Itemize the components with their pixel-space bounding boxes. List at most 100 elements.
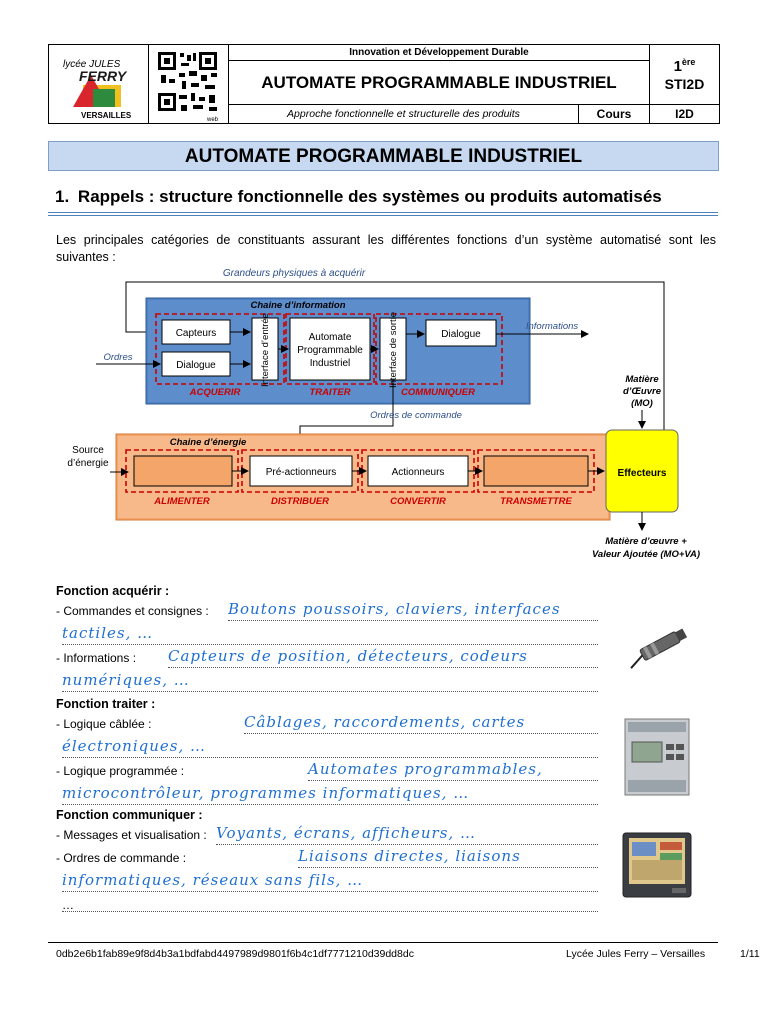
actionneurs-label: Actionneurs (392, 467, 445, 478)
dialogue-out-label: Dialogue (441, 329, 481, 340)
school-logo-icon: lycée JULES FERRY VERSAILLES (63, 59, 132, 120)
page-title: AUTOMATE PROGRAMMABLE INDUSTRIEL (48, 141, 719, 171)
svg-text:VERSAILLES: VERSAILLES (81, 111, 132, 120)
capteurs-box (161, 319, 231, 345)
tr-2-answer-a: Automates programmables, (308, 760, 543, 778)
tr-2-dots-a (308, 780, 598, 781)
acq-2-answer-a: Capteurs de position, détecteurs, codeur… (168, 647, 528, 665)
mo-line-2: d’Œuvre (623, 386, 662, 397)
acq-2-answer-b: numériques, … (62, 671, 190, 689)
source-line-2: d’énergie (67, 458, 109, 469)
automate-line-1: Automate (309, 332, 352, 343)
qr-code-icon: web (157, 51, 219, 123)
effecteurs-label: Effecteurs (618, 468, 667, 479)
fonction-traiter-title: Fonction traiter : (56, 697, 156, 711)
tr-2-dots-b (62, 804, 598, 805)
sensor-image (630, 628, 688, 669)
ordres-commande-label: Ordres de commande (370, 410, 462, 421)
co-1-dots (216, 844, 598, 845)
automate-line-2: Programmable (297, 345, 363, 356)
section-rule (48, 212, 718, 213)
footer-page: 1/11 (740, 948, 760, 960)
section-rule-2 (48, 215, 718, 216)
functional-diagram: Grandeurs physiques à acquérir Chaine d’… (67, 268, 700, 560)
hmi-screen-image (622, 832, 692, 898)
interface-sortie-box (379, 317, 407, 381)
acq-1-dots-b (62, 644, 598, 645)
acq-2-label: - Informations : (56, 651, 137, 665)
pre-actionneurs-label: Pré-actionneurs (266, 467, 337, 478)
co-1-label: - Messages et visualisation : (56, 828, 207, 842)
section-title-text: Rappels : structure fonctionnelle des sy… (77, 187, 662, 206)
traiter-label: TRAITER (309, 387, 350, 398)
level-number: 1 (673, 58, 682, 75)
doc-type: Cours (596, 107, 632, 121)
svg-text:FERRY: FERRY (79, 68, 128, 84)
svg-text:lycée JULES: lycée JULES (63, 59, 121, 70)
source-line-1: Source (72, 445, 104, 456)
communiquer-label: COMMUNIQUER (401, 387, 475, 398)
option-label: I2D (649, 105, 719, 123)
mo-va-line-2: Valeur Ajoutée (MO+VA) (592, 549, 700, 560)
dialogue-out-box (425, 319, 497, 347)
acq-2-dots-b (62, 691, 598, 692)
plc-image (624, 718, 690, 796)
tr-2-answer-b: microcontrôleur, programmes informatique… (62, 784, 470, 802)
co-3-text: … (62, 898, 74, 912)
interface-entree-box (251, 317, 279, 381)
actionneurs-box (367, 455, 469, 487)
automate-box (289, 317, 371, 381)
co-1-answer: Voyants, écrans, afficheurs, … (216, 824, 476, 842)
acq-1-label: - Commandes et consignes : (56, 604, 209, 618)
pre-actionneurs-box (249, 455, 353, 487)
level-class: STI2D (664, 76, 705, 92)
ordres-label: Ordres (103, 352, 132, 363)
intro-paragraph: Les principales catégories de constituan… (56, 233, 716, 264)
grandeurs-arrow (125, 281, 665, 430)
tr-1-dots-b (62, 757, 598, 758)
mo-line-1: Matière (625, 374, 659, 385)
tr-1-answer-b: électroniques, … (62, 737, 207, 755)
tr-1-dots-a (244, 733, 598, 734)
header-table: lycée JULES FERRY VERSAILLES web Innovat… (48, 44, 720, 124)
co-2-dots-a (298, 867, 598, 868)
footer-hash: 0db2e6b1fab89e9f8d4b3a1bdfabd4497989d980… (56, 948, 414, 960)
top-line: Innovation et Développement Durable (229, 45, 649, 61)
co-2-answer-a: Liaisons directes, liaisons (298, 847, 521, 865)
co-2-dots-b (62, 891, 598, 892)
distribuer-label: DISTRIBUER (271, 496, 329, 507)
dialogue-in-box (161, 351, 231, 377)
acq-1-answer-a: Boutons poussoirs, claviers, interfaces (228, 600, 561, 618)
transmettre-label: TRANSMETTRE (500, 496, 572, 507)
dialogue-in-label: Dialogue (176, 360, 216, 371)
svg-text:web: web (206, 117, 219, 123)
chaine-energie-label: Chaine d’énergie (170, 437, 247, 448)
fonction-acquerir-title: Fonction acquérir : (56, 584, 170, 598)
automate-line-3: Industriel (310, 358, 351, 369)
qr-cell: web (149, 45, 229, 123)
level-cell: 1ère STI2D (649, 45, 719, 105)
chaine-information-label: Chaine d’information (251, 300, 346, 311)
tr-1-answer-a: Câblages, raccordements, cartes (244, 713, 526, 731)
co-2-answer-b: informatiques, réseaux sans fils, … (62, 871, 364, 889)
grandeurs-label: Grandeurs physiques à acquérir (223, 268, 366, 279)
informations-label: Informations (526, 321, 579, 332)
transmettre-box (483, 455, 589, 487)
section-number: 1. (55, 187, 70, 206)
header-title: AUTOMATE PROGRAMMABLE INDUSTRIEL (229, 61, 649, 105)
mo-line-3: (MO) (631, 398, 653, 409)
header-subtitle: Approche fonctionnelle et structurelle d… (229, 105, 579, 123)
interface-entree-label: Interface d’entrée (260, 313, 271, 387)
tr-1-label: - Logique câblée : (56, 717, 152, 731)
section-title: 1. Rappels : structure fonctionnelle des… (55, 187, 662, 207)
co-2-label: - Ordres de commande : (56, 851, 187, 865)
acq-1-dots-a (228, 620, 598, 621)
alimenter-label: ALIMENTER (153, 496, 210, 507)
capteurs-label: Capteurs (176, 328, 217, 339)
footer-rule (48, 942, 718, 943)
level-sup: ère (681, 57, 696, 67)
acq-1-answer-b: tactiles, … (62, 624, 154, 642)
acq-2-dots-a (168, 667, 598, 668)
tr-2-label: - Logique programmée : (56, 764, 185, 778)
logo-cell: lycée JULES FERRY VERSAILLES (49, 45, 149, 123)
